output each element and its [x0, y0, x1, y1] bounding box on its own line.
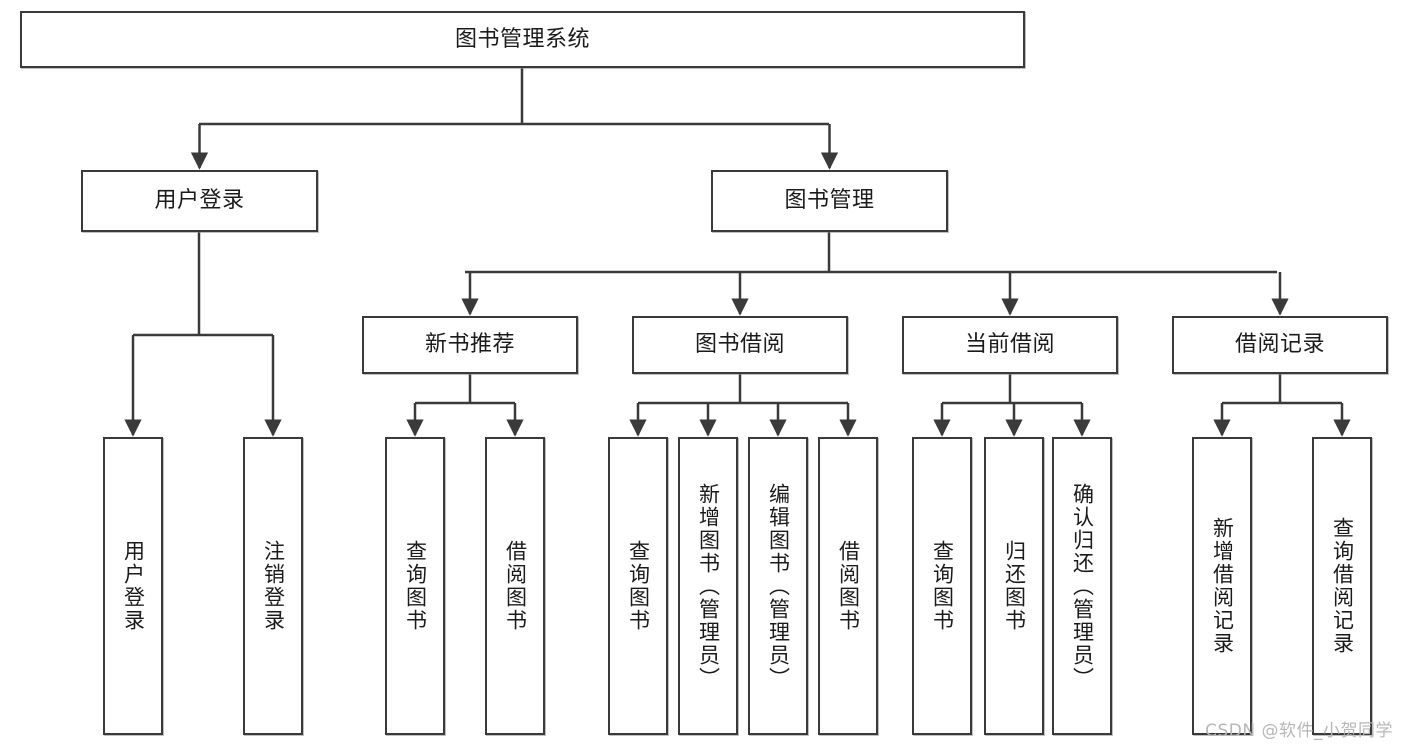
- node-label: 用户登录: [121, 540, 146, 632]
- node-label: 图书借阅: [694, 332, 785, 358]
- node-book-management[interactable]: 图书管理: [711, 170, 948, 232]
- node-leaf-add-borrow-record[interactable]: 新增借阅记录: [1192, 437, 1252, 735]
- node-current-borrow[interactable]: 当前借阅: [902, 316, 1118, 374]
- node-label: 查询图书: [403, 540, 428, 632]
- node-root-system[interactable]: 图书管理系统: [20, 11, 1025, 68]
- node-label: 新增图书（管理员）: [696, 482, 721, 690]
- node-label: 用户登录: [154, 188, 245, 214]
- node-leaf-query-borrow-record[interactable]: 查询借阅记录: [1312, 437, 1372, 735]
- node-leaf-add-book[interactable]: 新增图书（管理员）: [678, 437, 738, 735]
- node-label: 当前借阅: [964, 332, 1055, 358]
- node-label: 图书管理: [784, 188, 875, 214]
- node-label: 借阅图书: [836, 540, 861, 632]
- node-leaf-query-book-1[interactable]: 查询图书: [385, 437, 445, 735]
- node-leaf-confirm-return[interactable]: 确认归还（管理员）: [1052, 437, 1112, 735]
- node-leaf-query-book-2[interactable]: 查询图书: [608, 437, 668, 735]
- node-leaf-return-book[interactable]: 归还图书: [984, 437, 1044, 735]
- node-label: 确认归还（管理员）: [1070, 482, 1095, 690]
- node-label: 归还图书: [1002, 540, 1027, 632]
- node-leaf-borrow-book-1[interactable]: 借阅图书: [485, 437, 545, 735]
- node-label: 编辑图书（管理员）: [766, 482, 791, 690]
- node-label: 新增借阅记录: [1210, 517, 1235, 655]
- node-label: 借阅记录: [1234, 332, 1325, 358]
- node-label: 查询图书: [930, 540, 955, 632]
- node-new-book-recommend[interactable]: 新书推荐: [362, 316, 578, 374]
- node-label: 新书推荐: [424, 332, 515, 358]
- node-leaf-query-book-3[interactable]: 查询图书: [912, 437, 972, 735]
- node-label: 借阅图书: [503, 540, 528, 632]
- node-leaf-edit-book[interactable]: 编辑图书（管理员）: [748, 437, 808, 735]
- node-book-borrow[interactable]: 图书借阅: [632, 316, 848, 374]
- node-user-login[interactable]: 用户登录: [81, 170, 318, 232]
- node-borrow-record[interactable]: 借阅记录: [1172, 316, 1388, 374]
- node-leaf-logout[interactable]: 注销登录: [243, 437, 303, 735]
- node-label: 注销登录: [261, 540, 286, 632]
- node-label: 图书管理系统: [454, 26, 590, 52]
- node-label: 查询图书: [626, 540, 651, 632]
- node-leaf-borrow-book-2[interactable]: 借阅图书: [818, 437, 878, 735]
- node-label: 查询借阅记录: [1330, 517, 1355, 655]
- node-leaf-user-login[interactable]: 用户登录: [103, 437, 163, 735]
